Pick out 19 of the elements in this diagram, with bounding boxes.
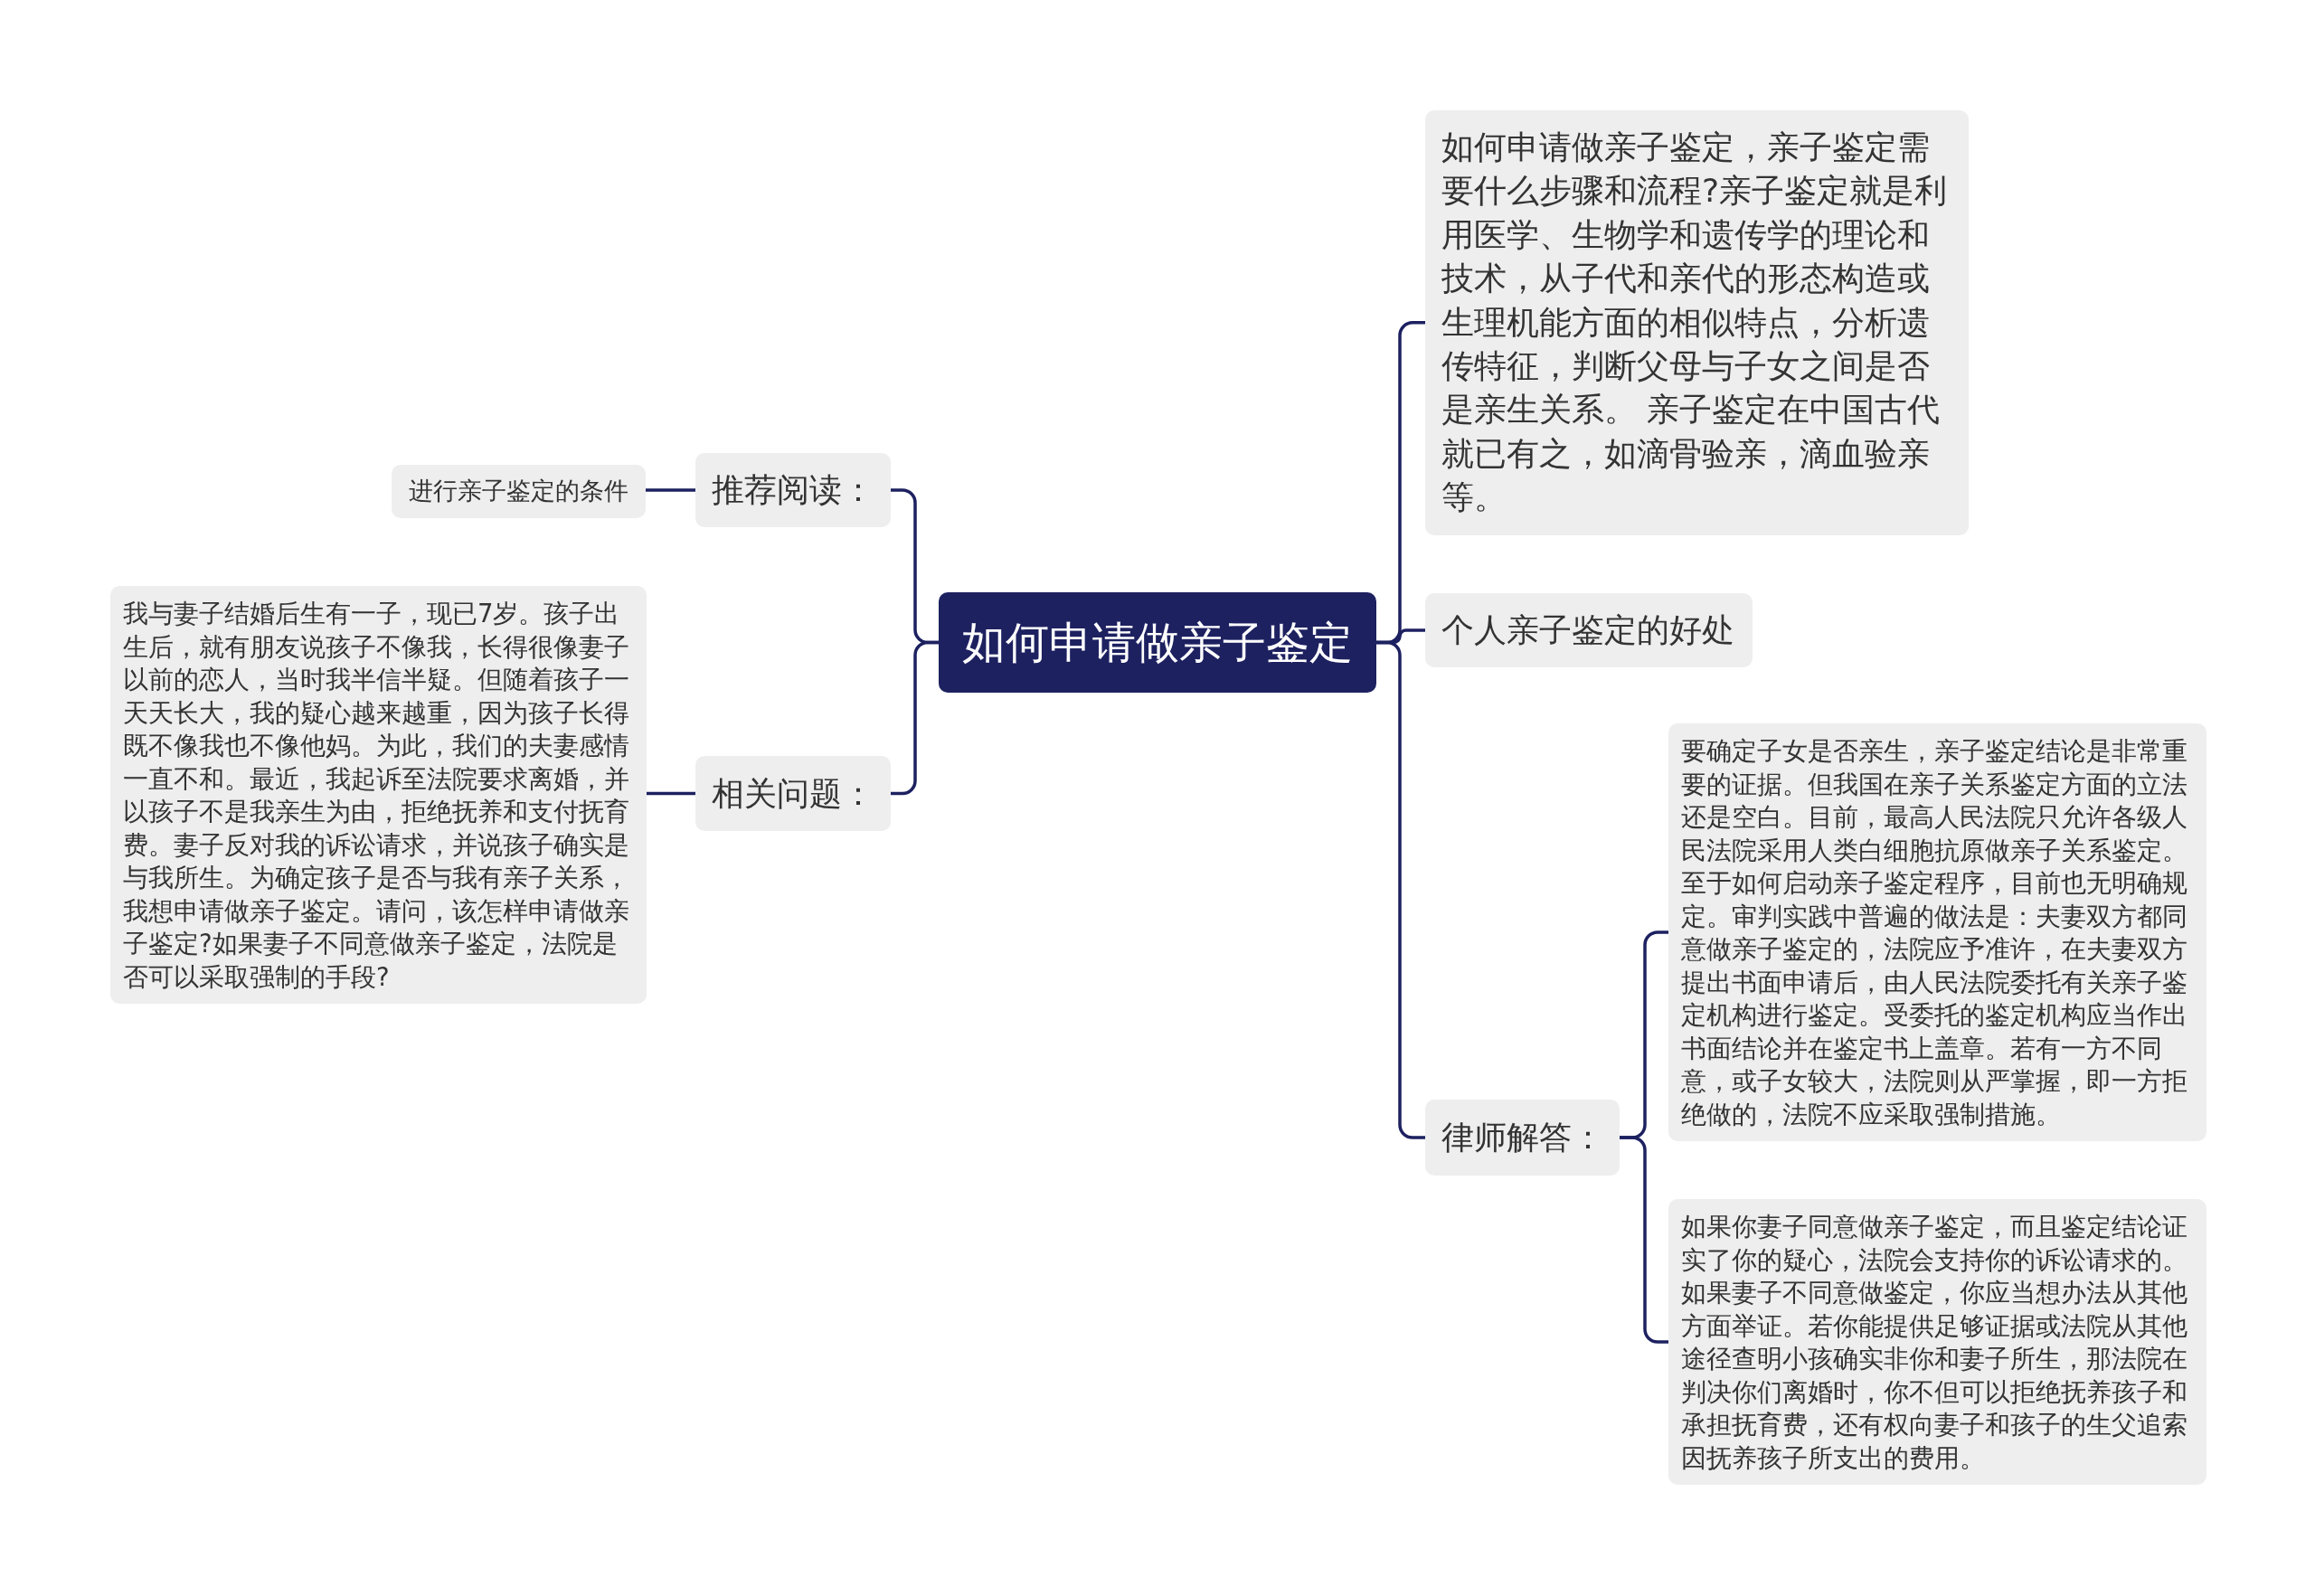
paragraph-text: 我与妻子结婚后生有一子，现已7岁。孩子出生后，就有朋友说孩子不像我，长得很像妻子以前的恋人，当时我半信半疑。但随着孩子一天天长大，我的疑心越来越重，因为孩子长得既不像我也不像他妈。为此，我们的夫妻感情一直不和。最近，我起诉至法院要求离婚，并以孩子不是我亲生为由，拒绝抚养和支付抚育费。妻子反对我的诉讼请求，并说孩子确实是与我所生。为确定孩子是否与我有亲子关系，我想申请做亲子鉴定。请问，该怎样申请做亲子鉴定?如果妻子不同意做亲子鉴定，法院是否可以采取强制的手段?	[123, 598, 630, 993]
topic-box	[1425, 1100, 1620, 1176]
topic-label: 进行亲子鉴定的条件	[409, 477, 628, 506]
topic-box	[695, 453, 891, 527]
paragraph-text: 要确定子女是否亲生，亲子鉴定结论是非常重要的证据。但我国在亲子关系鉴定方面的立法还是空白。目前，最高人民法院只允许各级人民法院采用人类白细胞抗原做亲子关系鉴定。至于如何启动亲子鉴定程序，目前也无明确规定。审判实践中普遍的做法是：夫妻双方都同意做亲子鉴定的，法院应予准许，在夫妻双方提出书面申请后，由人民法院委托有关亲子鉴定机构进行鉴定。受委托的鉴定机构应当作出书面结论并在鉴定书上盖章。若有一方不同意，或子女较大，法院则从严掌握，即一方拒绝做的，法院不应采取强制措施。	[1681, 735, 2188, 1130]
connector-line	[1620, 1136, 1668, 1344]
topic-box	[392, 465, 646, 518]
connector-line	[647, 791, 695, 796]
topic-label: 律师解答：	[1441, 1118, 1604, 1157]
topic-box	[695, 756, 891, 831]
topic-label: 推荐阅读：	[712, 470, 874, 510]
central-topic-text: 如何申请做亲子鉴定	[962, 616, 1353, 669]
paragraph-text: 如果你妻子同意做亲子鉴定，而且鉴定结论证实了你的疑心，法院会支持你的诉讼请求的。如果妻子不同意做鉴定，你应当想办法从其他方面举证。若你能提供足够证据或法院从其他途径查明小孩确实非你和妻子所生，那法院在判决你们离婚时，你不但可以拒绝抚养孩子和承担抚育费，还有权向妻子和孩子的生父追索因抚养孩子所支出的费用。	[1681, 1211, 2188, 1474]
topic-label: 个人亲子鉴定的好处	[1441, 610, 1734, 650]
central-topic-box	[939, 592, 1376, 693]
topic-label: 相关问题：	[712, 773, 874, 814]
paragraph-text: 如何申请做亲子鉴定，亲子鉴定需要什么步骤和流程?亲子鉴定就是利用医学、生物学和遗传学的理论和技术，从子代和亲代的形态构造或生理机能方面的相似特点，分析遗传特征，判断父母与子女之间是否是亲生关系。 亲子鉴定在中国古代就已有之，如滴骨验亲，滴血验亲等。	[1441, 127, 1949, 518]
connector-line	[646, 488, 695, 492]
topic-box	[1425, 593, 1753, 667]
